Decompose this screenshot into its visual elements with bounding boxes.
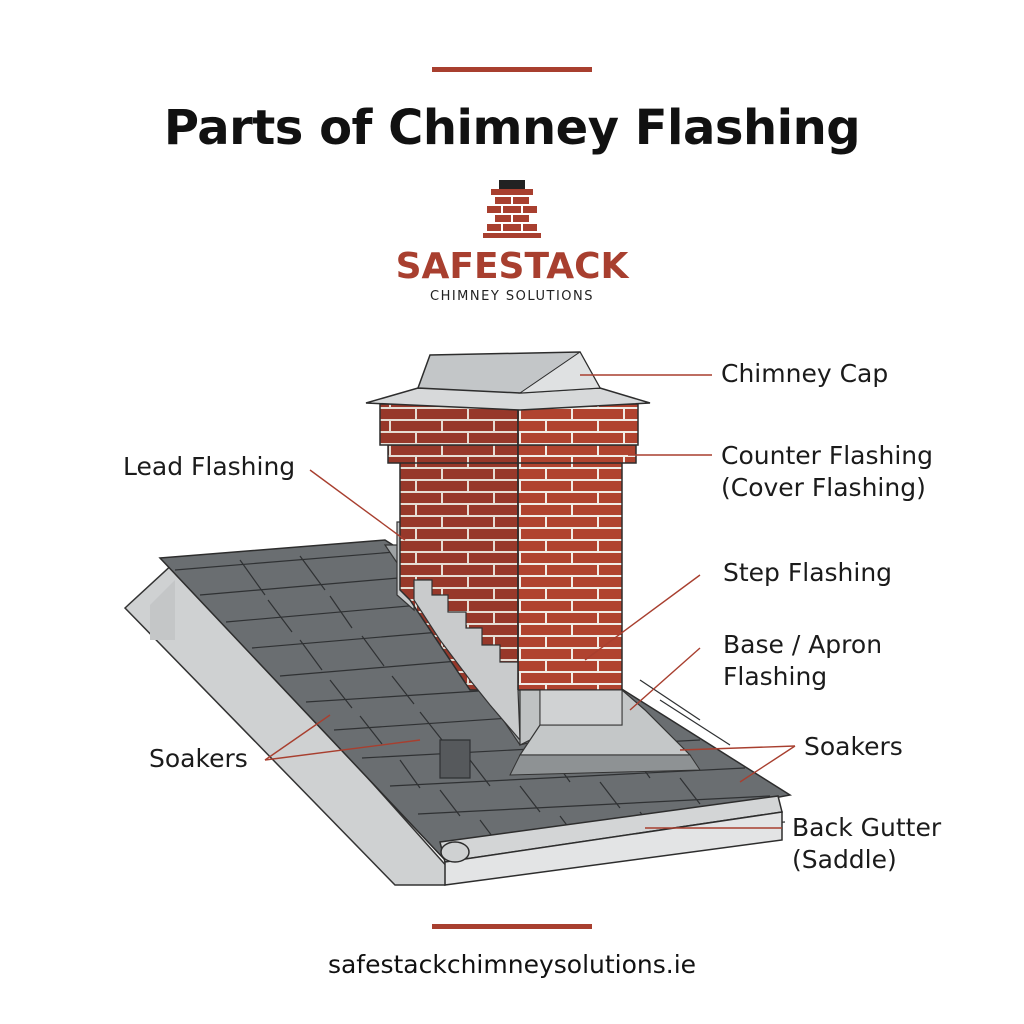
- brand-name: SAFESTACK: [395, 246, 629, 287]
- footer-url: safestackchimneysolutions.ie: [327, 950, 697, 979]
- label-cover-flashing: (Cover Flashing): [721, 473, 926, 502]
- label-step-flashing: Step Flashing: [723, 558, 893, 587]
- brand-tagline: CHIMNEY SOLUTIONS: [430, 289, 594, 304]
- roof-structure: [123, 539, 793, 886]
- gutter: [439, 795, 783, 886]
- apron-flashing: [509, 688, 701, 776]
- label-soakers-right: Soakers: [804, 732, 903, 761]
- brand-logo: SAFESTACK CHIMNEY SOLUTIONS: [362, 178, 662, 308]
- label-chimney-cap: Chimney Cap: [721, 359, 889, 388]
- chimney-cap: [365, 351, 651, 411]
- brick-chimney-icon: [483, 180, 541, 238]
- label-saddle: (Saddle): [792, 845, 897, 874]
- top-accent-bar: [432, 67, 592, 72]
- leader-lines: [264, 374, 796, 829]
- step-flashing: [413, 579, 521, 742]
- label-counter-flashing: Counter Flashing: [721, 441, 934, 470]
- label-lead-flashing: Lead Flashing: [123, 452, 296, 481]
- label-apron-flashing: Base / Apron: [723, 630, 883, 659]
- chimney-stack: [379, 403, 639, 742]
- label-back-gutter: Back Gutter: [792, 813, 942, 842]
- label-apron-flashing-2: Flashing: [723, 662, 828, 691]
- bottom-accent-bar: [432, 924, 592, 929]
- chimney-flashing-diagram: [123, 351, 796, 886]
- soaker-tile: [439, 739, 471, 779]
- page-title: Parts of Chimney Flashing: [163, 100, 861, 156]
- label-soakers-left: Soakers: [149, 744, 248, 773]
